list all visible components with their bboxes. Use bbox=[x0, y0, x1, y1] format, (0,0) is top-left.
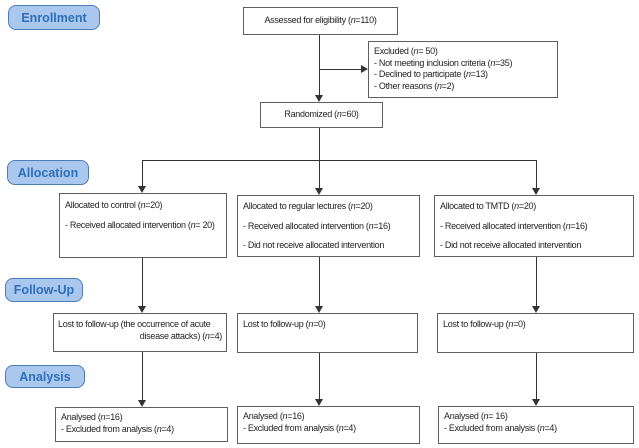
analysed-lectures-line2: - Excluded from analysis (n=4) bbox=[243, 422, 356, 433]
connector-drop-lectures bbox=[319, 160, 320, 189]
arrowhead-analysis-tmtd-icon bbox=[532, 399, 540, 406]
allocated-lectures-title: Allocated to regular lectures (n=20) bbox=[243, 201, 373, 211]
assessed-eligibility-box: Assessed for eligibility (n=110) bbox=[243, 7, 398, 35]
allocated-control-box: Allocated to control (n=20) - Received a… bbox=[59, 193, 227, 258]
analysed-control-box: Analysed (n=16) - Excluded from analysis… bbox=[55, 407, 228, 442]
excluded-box: Excluded (n= 50) - Not meeting inclusion… bbox=[368, 41, 558, 98]
connector-to-excluded bbox=[319, 69, 361, 70]
arrowhead-analysis-control-icon bbox=[138, 400, 146, 407]
allocated-tmtd-title: Allocated to TMTD (n=20) bbox=[440, 201, 536, 211]
connector-control-to-analysis bbox=[142, 352, 143, 401]
analysed-control-line1: Analysed (n=16) bbox=[61, 412, 123, 422]
connector-tmtd-to-analysis bbox=[536, 353, 537, 400]
connector-drop-control bbox=[142, 160, 143, 187]
connector-drop-tmtd bbox=[536, 160, 537, 189]
allocated-tmtd-item: - Did not receive allocated intervention bbox=[440, 240, 582, 250]
allocated-control-item: - Received allocated intervention (n= 20… bbox=[65, 219, 215, 230]
randomized-box: Randomized (n=60) bbox=[260, 102, 383, 128]
arrowhead-followup-lectures-icon bbox=[315, 306, 323, 313]
followup-lectures-box: Lost to follow-up (n=0) bbox=[237, 313, 418, 353]
connector-randomized-down bbox=[319, 128, 320, 161]
analysed-lectures-box: Analysed (n=16) - Excluded from analysis… bbox=[237, 406, 420, 444]
connector-lectures-to-followup bbox=[319, 257, 320, 307]
arrowhead-alloc-control-icon bbox=[138, 186, 146, 193]
arrowhead-alloc-lectures-icon bbox=[315, 188, 323, 195]
arrowhead-randomized-icon bbox=[315, 95, 323, 102]
stage-label-allocation: Allocation bbox=[7, 160, 89, 185]
connector-tmtd-to-followup bbox=[536, 257, 537, 307]
followup-tmtd-box: Lost to follow-up (n=0) bbox=[437, 313, 634, 353]
arrowhead-analysis-lectures-icon bbox=[315, 399, 323, 406]
allocated-control-title: Allocated to control (n=20) bbox=[65, 200, 163, 210]
analysed-tmtd-line1: Analysed (n= 16) bbox=[444, 411, 508, 421]
arrowhead-alloc-tmtd-icon bbox=[532, 188, 540, 195]
excluded-item: - Declined to participate (n=13) bbox=[374, 69, 488, 79]
analysed-lectures-line1: Analysed (n=16) bbox=[243, 411, 305, 421]
excluded-title: Excluded (n= 50) bbox=[374, 46, 438, 56]
analysed-control-line2: - Excluded from analysis (n=4) bbox=[61, 423, 174, 434]
analysed-tmtd-line2: - Excluded from analysis (n=4) bbox=[444, 422, 557, 433]
arrowhead-followup-control-icon bbox=[138, 306, 146, 313]
stage-label-enrollment: Enrollment bbox=[8, 5, 100, 30]
connector-control-to-followup bbox=[142, 258, 143, 307]
followup-control-line2: disease attacks) (n=4) bbox=[139, 330, 223, 341]
stage-label-analysis: Analysis bbox=[5, 365, 85, 388]
arrowhead-followup-tmtd-icon bbox=[532, 306, 540, 313]
analysed-tmtd-box: Analysed (n= 16) - Excluded from analysi… bbox=[438, 406, 634, 444]
allocated-lectures-item: - Did not receive allocated intervention bbox=[243, 240, 385, 250]
connector-assessed-down bbox=[319, 35, 320, 96]
connector-lectures-to-analysis bbox=[319, 353, 320, 400]
allocated-tmtd-item: - Received allocated intervention (n=16) bbox=[440, 220, 588, 231]
followup-control-line1: Lost to follow-up (the occurrence of acu… bbox=[58, 319, 211, 329]
arrowhead-excluded-icon bbox=[361, 65, 368, 73]
allocated-lectures-box: Allocated to regular lectures (n=20) - R… bbox=[237, 195, 420, 257]
allocated-lectures-item: - Received allocated intervention (n=16) bbox=[243, 220, 391, 231]
allocated-tmtd-box: Allocated to TMTD (n=20) - Received allo… bbox=[434, 195, 634, 257]
followup-control-box: Lost to follow-up (the occurrence of acu… bbox=[53, 313, 227, 352]
excluded-item: - Other reasons (n=2) bbox=[374, 80, 455, 91]
excluded-item: - Not meeting inclusion criteria (n=35) bbox=[374, 57, 513, 68]
connector-branch-horizontal bbox=[142, 160, 537, 161]
stage-label-follow-up: Follow-Up bbox=[5, 278, 83, 302]
